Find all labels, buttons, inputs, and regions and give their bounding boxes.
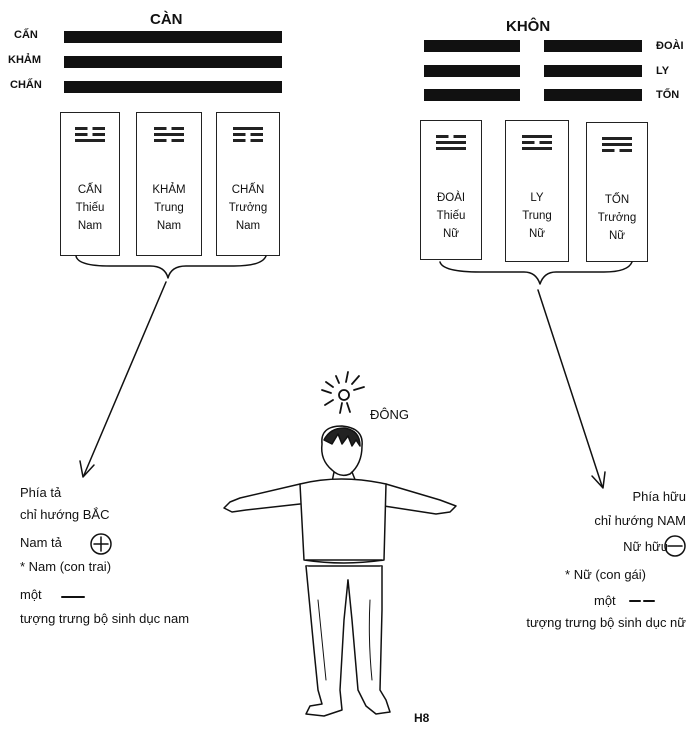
left-row-label-3: CHẤN xyxy=(10,79,42,91)
right-brace xyxy=(439,261,633,285)
left-caption-line-3: Nam tả xyxy=(20,535,62,550)
right-broken-line-1-left xyxy=(424,40,520,52)
left-row-label-1: CẤN xyxy=(14,29,38,41)
card-rank: Trung xyxy=(522,210,552,222)
trigram-card-kham-trung-nam: KHẢM Trung Nam xyxy=(136,112,202,256)
right-row-label-3: TỐN xyxy=(656,89,680,101)
right-row-label-1: ĐOÀI xyxy=(656,40,684,52)
card-name: TỐN xyxy=(604,194,630,206)
card-gender: Nữ xyxy=(442,228,459,240)
trigram-kham-icon xyxy=(154,127,184,145)
right-caption-line-3: Nữ hữu xyxy=(623,539,668,554)
right-caption-line-4: * Nữ (con gái) xyxy=(565,567,646,582)
left-caption-line-2: chỉ hướng BẮC xyxy=(20,507,110,522)
card-name: KHẢM xyxy=(152,184,186,196)
right-caption-line-1: Phía hữu xyxy=(632,489,686,504)
human-figure-icon xyxy=(223,425,457,717)
card-gender: Nữ xyxy=(528,228,545,240)
right-broken-line-2-right xyxy=(544,65,642,77)
right-broken-line-1-right xyxy=(544,40,642,52)
card-rank: Trưởng xyxy=(597,212,637,224)
right-arrow xyxy=(537,289,606,489)
left-caption-line-6: tượng trưng bộ sinh dục nam xyxy=(20,611,190,626)
trigram-ton-icon xyxy=(602,137,632,155)
card-rank: Trung xyxy=(154,202,184,214)
right-caption-line-5: một xyxy=(594,593,616,608)
card-name: LY xyxy=(530,192,544,204)
card-name: CẤN xyxy=(77,184,103,196)
plus-circle-icon xyxy=(90,533,112,555)
card-gender: Nam xyxy=(156,220,182,232)
right-broken-line-3-left xyxy=(424,89,520,101)
card-gender: Nam xyxy=(235,220,261,232)
card-gender: Nữ xyxy=(608,230,625,242)
left-arrow xyxy=(79,281,167,478)
left-solid-line-2 xyxy=(64,56,282,68)
trigram-card-ly-trung-nu: LY Trung Nữ xyxy=(505,120,569,262)
right-broken-line-2-left xyxy=(424,65,520,77)
trigram-ly-icon xyxy=(522,135,552,153)
trigram-card-ton-truong-nu: TỐN Trưởng Nữ xyxy=(586,122,648,262)
left-solid-line-3 xyxy=(64,81,282,93)
trigram-card-can-thieu-nam: CẤN Thiếu Nam xyxy=(60,112,120,256)
sun-label: ĐÔNG xyxy=(370,407,409,422)
card-name: ĐOÀI xyxy=(436,192,466,204)
card-rank: Thiếu xyxy=(436,210,466,222)
trigram-chan-icon xyxy=(233,127,263,145)
sun-icon xyxy=(321,371,365,414)
left-row-label-2: KHẢM xyxy=(8,54,41,66)
right-broken-line-3-right xyxy=(544,89,642,101)
left-caption-line-4: * Nam (con trai) xyxy=(20,559,112,574)
card-rank: Thiếu xyxy=(75,202,105,214)
card-name: CHẤN xyxy=(231,184,265,196)
left-caption-line-1: Phía tả xyxy=(20,485,62,500)
left-solid-line-1 xyxy=(64,31,282,43)
trigram-card-chan-truong-nam: CHẤN Trưởng Nam xyxy=(216,112,280,256)
card-rank: Trưởng xyxy=(228,202,268,214)
minus-circle-icon xyxy=(664,535,686,557)
left-group-title: CÀN xyxy=(150,11,183,28)
figure-label: H8 xyxy=(414,711,430,725)
right-caption-line-2: chỉ hướng NAM xyxy=(594,513,686,528)
right-group-title: KHÔN xyxy=(506,18,551,35)
right-caption-line-6: tượng trưng bộ sinh dục nữ xyxy=(526,615,686,630)
left-caption-line-5: một xyxy=(20,587,42,602)
trigram-can-icon xyxy=(75,127,105,145)
trigram-card-doai-thieu-nu: ĐOÀI Thiếu Nữ xyxy=(420,120,482,260)
card-gender: Nam xyxy=(77,220,103,232)
right-row-label-2: LY xyxy=(656,65,670,77)
left-brace xyxy=(75,255,267,279)
trigram-doai-icon xyxy=(436,135,466,153)
